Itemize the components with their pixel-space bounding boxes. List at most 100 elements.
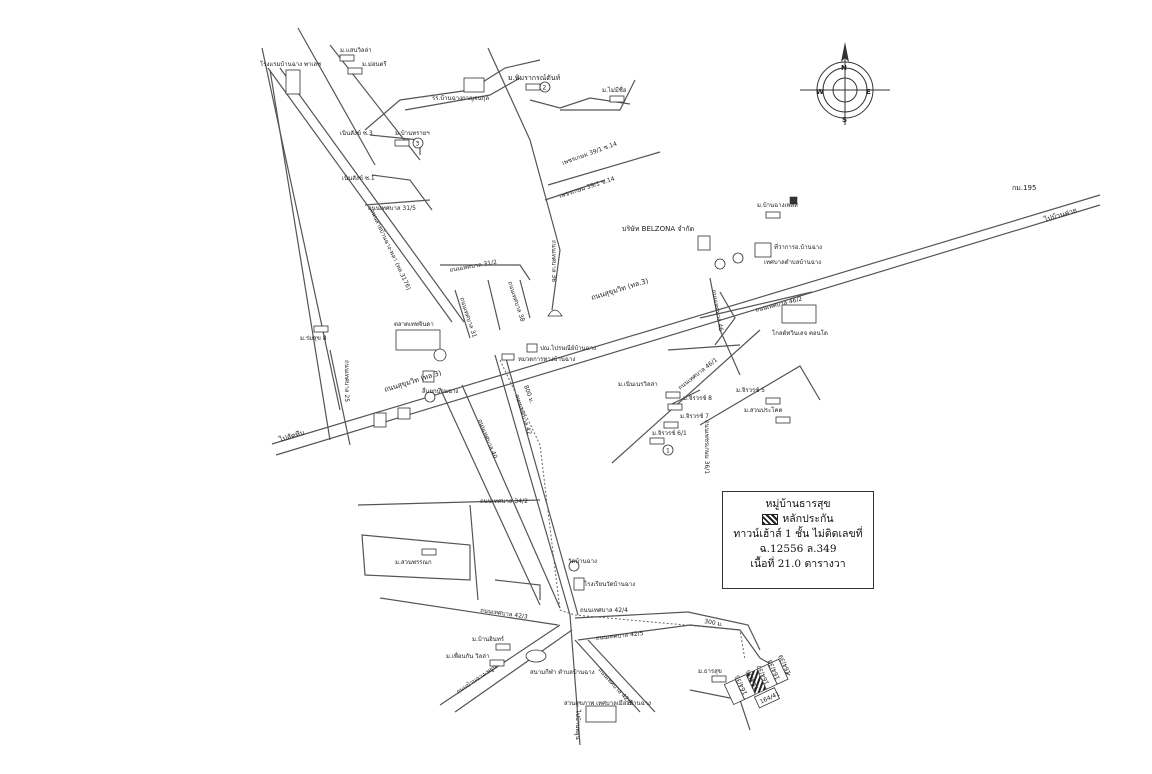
label-tesaban42-5: ถนนเทศบาล 42/5: [595, 630, 644, 642]
label-highway-dept: หมวดการทางบ้านฉาง: [518, 356, 575, 363]
compass-n: N: [841, 64, 847, 72]
label-moo-maisue: ม.ไม่มีชื่อ: [602, 86, 627, 94]
moo-jiraworn6-icon: [649, 437, 665, 445]
left-road-top: [297, 27, 376, 166]
label-tesaban36: ถนนเทศบาล 36: [550, 240, 557, 282]
banchang-phla-road: [267, 67, 453, 323]
label-moo-jiraworn5: ม.จิรวรช์ 5: [736, 386, 765, 394]
marker-1-label: 1: [666, 448, 670, 455]
banchang-phla-road-edge: [279, 67, 465, 323]
unit-164-41: [753, 687, 780, 709]
tesaban42-3-road-b: [494, 579, 541, 600]
tesaban42-5-road-b: [687, 611, 761, 651]
school-icon: [463, 77, 485, 93]
wat-school-icon: [573, 577, 585, 591]
tesaban31-5-road: [364, 199, 431, 206]
label-wat-school: โรงเรียนวัดบ้านฉาง: [584, 580, 635, 588]
marker-3-label: 3: [416, 141, 420, 148]
suanpharin-loop: [361, 534, 471, 581]
intersection-icon: [422, 370, 435, 383]
moo-jiraworn7-icon: [663, 421, 679, 429]
label-km195: กม.195: [1012, 184, 1036, 192]
tesaban38-road: [487, 279, 501, 331]
numbered-markers: 3 2 1: [412, 81, 674, 456]
tesaban34-2-road: [357, 499, 541, 506]
label-to-phayun: ไปบ้านพยูน: [574, 709, 582, 740]
tesaban42-4-road: [574, 611, 689, 619]
building-icons: [285, 54, 817, 723]
condo-icon: [781, 304, 817, 324]
label-soi-14: เพชรเกษม 39/1 ซ.14: [561, 140, 618, 166]
tesaban42-6-road: [574, 639, 641, 713]
left-road-1: [261, 47, 341, 411]
right-road-curve: [714, 291, 736, 346]
label-moo-romsuk: ม.ร่มสุข 8: [300, 335, 327, 342]
moo-bansai-icon: [394, 139, 410, 147]
label-intersection: สี่แยกบ้านฉาง: [422, 387, 459, 395]
marker-1-icon: [662, 444, 674, 456]
market-icon: [395, 329, 441, 351]
moo-jiraworn5-icon: [765, 397, 781, 405]
label-moo-tharnsuk: ม.ธารสุข: [698, 668, 722, 675]
label-market: ตลาดเทพจินดา: [394, 321, 434, 328]
collateral-hatch-icon: [762, 513, 779, 525]
label-condo: โกลด์ทวินเลจ คอนโด: [772, 329, 828, 337]
compass-rose: N E S W: [800, 42, 890, 125]
label-moo-jiraworn8: ม.จิรวรช์ 8: [683, 394, 712, 402]
marker-3-icon: [412, 137, 424, 149]
compass-w: W: [816, 88, 824, 96]
legend-deed: ฉ.12556 ล.349: [759, 543, 837, 555]
route-dotted-south: [499, 359, 746, 661]
moo-maisue-icon: [609, 95, 625, 103]
tesaban40-road: [439, 387, 541, 606]
label-banchang-phun: ถนนบ้านฉาง-พยูน: [455, 663, 498, 695]
tesaban42-3-road: [379, 597, 559, 626]
label-rongraem: โรงแรมบ้านฉาง พาเลซ: [260, 60, 321, 68]
moo-romsuk-icon: [313, 325, 329, 333]
legend-marker-label: หลักประกัน: [782, 513, 834, 525]
label-park: สวนสุขภาพ เทศบาลเมืองบ้านฉาง: [564, 699, 651, 707]
moo-montree-icon: [347, 67, 363, 75]
compass-e: E: [866, 88, 871, 96]
label-moo-montree: ม.ม่อนตรี: [362, 60, 387, 68]
tesaban31-road: [454, 289, 471, 339]
moo-phimrakorn-icon: [525, 83, 541, 91]
tesaban42-road: [494, 354, 581, 746]
label-moo-banchangfels: ม.บ้านฉางเพลส: [757, 202, 798, 209]
highway-dept-icon: [501, 353, 515, 361]
label-tesaban31-2: ถนนเทศบาล 31/2: [449, 259, 498, 274]
label-post-office: ปณ.ไปรษณีย์บ้านฉาง: [540, 344, 596, 352]
label-sukhumvit-main: ถนนสุขุมวิท (ทล.3): [590, 277, 649, 302]
moo-baninth-icon: [495, 643, 511, 651]
legend-area: เนื้อที่ 21.0 ตารางวา: [750, 558, 846, 570]
label-moo-bansai: ม.บ้านทรายฯ: [395, 130, 430, 137]
label-school: รร.บ้านฉางกาญจนกุล: [432, 95, 489, 102]
tesaban34-2-road-b: [469, 504, 479, 601]
north-arrow-icon: [841, 42, 849, 62]
label-moo-baninth: ม.บ้านอินทร์: [472, 635, 505, 643]
tesaban42-6-road-b: [587, 639, 656, 713]
park-icon: [585, 705, 617, 723]
label-district-office: ที่ว่าการอ.บ้านฉาง: [774, 243, 822, 251]
moo-saengwilla-icon: [339, 54, 355, 62]
label-dist-300: 300 ม.: [704, 618, 724, 628]
tesaban46-1-road-b: [667, 344, 741, 351]
moo-suanprakot-icon: [775, 416, 791, 424]
top-road-2: [404, 77, 521, 111]
label-moo-nernwilla: ม.เนินเนรวิลล่า: [618, 381, 658, 388]
legend-box: หมู่บ้านธารสุข หลักประกัน ทาวน์เฮ้าส์ 1 …: [722, 491, 874, 589]
banchang-phun-road-b: [454, 629, 573, 713]
label-belzona: บริษัท BELZONA จำกัด: [622, 225, 694, 233]
label-tesaban38: ถนนเทศบาล 38: [506, 280, 526, 322]
label-moo-phimrakorn: ม.พิมรากรณ์ตันท์: [508, 74, 561, 82]
legend-marker-row: หลักประกัน: [723, 512, 873, 527]
bank-icon: [397, 407, 411, 420]
tesaban31-2-road: [440, 264, 531, 281]
label-tesaban40: ถนนเทศบาล 40: [476, 418, 498, 460]
marker-2-icon: [539, 81, 551, 93]
moo-nernwilla-icon: [665, 391, 681, 399]
top-road-5: [560, 79, 636, 111]
soi-14-road: [547, 151, 661, 186]
compass-s: S: [842, 116, 847, 124]
label-moo-jiraworn7: ม.จิรวรช์ 7: [680, 412, 709, 420]
